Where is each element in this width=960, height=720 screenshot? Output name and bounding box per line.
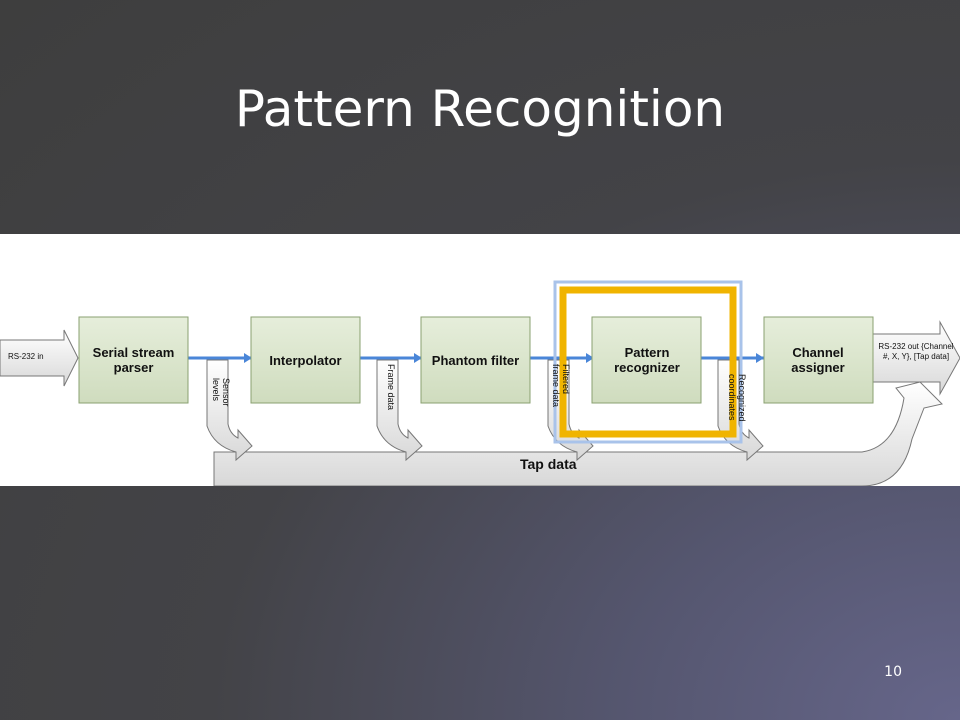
tap-data-arrow — [213, 381, 943, 486]
branch-arrow-sensor-levels — [206, 359, 253, 462]
block-label-phantom-filter: Phantom filter — [431, 352, 520, 368]
branch-label-recognized-coordinates: Recognized coordinates — [727, 374, 747, 422]
output-arrow — [861, 320, 960, 396]
flow-arrowhead-2 — [414, 353, 422, 363]
block-label-interpolator: Interpolator — [269, 352, 342, 368]
block-phantom-filter — [420, 316, 531, 404]
input-arrow — [0, 329, 79, 387]
highlight-box-glow — [553, 280, 743, 444]
slide-title: Pattern Recognition — [234, 80, 726, 138]
block-diagram: RS-232 in Serial stream parser Interpola… — [0, 234, 960, 486]
diagram-graphics — [0, 280, 960, 486]
flow-arrowhead-1 — [244, 353, 252, 363]
block-label-channel-assigner: Channel assigner — [791, 345, 845, 375]
tap-data-label: Tap data — [520, 456, 577, 472]
input-label: RS-232 in — [8, 352, 44, 361]
block-serial-stream-parser — [78, 316, 189, 404]
branch-label-frame-data: Frame data — [386, 364, 396, 411]
block-interpolator — [250, 316, 361, 404]
flow-arrowhead-3 — [586, 353, 594, 363]
branch-label-filtered-frame-data: Filtered frame data — [551, 364, 571, 408]
block-channel-assigner — [763, 316, 874, 404]
output-label: RS-232 out {Channel #, X, Y}, [Tap data] — [878, 342, 954, 361]
branch-label-sensor-levels: Sensor levels — [211, 378, 231, 407]
block-label-pattern-recognizer: Pattern recognizer — [614, 345, 680, 375]
branch-arrow-frame-data — [376, 359, 423, 462]
page-number: 10 — [884, 664, 902, 680]
block-pattern-recognizer — [591, 316, 702, 404]
block-label-serial-stream-parser: Serial stream parser — [92, 345, 175, 375]
flow-arrowhead-4 — [756, 353, 764, 363]
highlight-box — [559, 286, 737, 438]
